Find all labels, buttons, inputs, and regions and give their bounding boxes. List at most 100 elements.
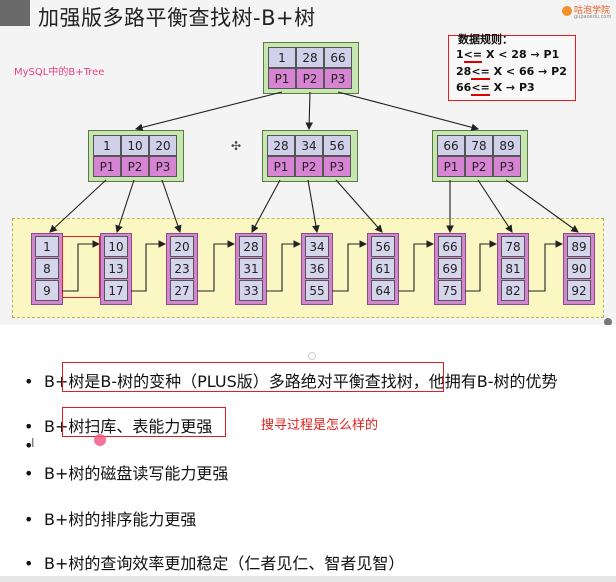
internal-key: 78 [465,135,493,156]
bullet-item-2: •B+树扫库、表能力更强 [24,417,213,436]
bullet-item-3[interactable]: • [24,436,34,455]
leaf-key: 23 [170,258,194,279]
bullet-item-4: •B+树的磁盘读写能力更强 [24,464,229,483]
root-key: 28 [296,47,324,68]
leaf-node: 66 69 75 [434,233,466,305]
logo-subtext: gupaoedu.com [574,14,612,20]
root-node: 1 28 66 P1 P2 P3 [263,42,359,94]
leaf-node: 1 8 9 [31,233,63,305]
root-to-internal-1-line [134,91,283,132]
leaf-key: 17 [104,280,128,301]
bullet-1-highlight [62,362,444,392]
slide-title: 加强版多路平衡查找树-B+树 [38,6,316,30]
logo-text: 咕泡学院 [574,6,611,16]
laser-pointer-icon [94,434,106,446]
rule-line-1: 1<= X < 28 → P1 [456,48,560,63]
data-rules-box [448,35,576,101]
leaf-key: 10 [104,236,128,257]
root-pointer: P2 [296,68,324,89]
leaf-node: 20 23 27 [166,233,198,305]
slide-canvas: 加强版多路平衡查找树-B+树 咕泡学院 gupaoedu.com MySQL中的… [0,0,616,325]
internal-pointer: P1 [93,156,121,177]
leaf-key: 81 [501,258,525,279]
leaf-key: 82 [501,280,525,301]
internal-key: 20 [149,135,177,156]
annotation-note: 搜寻过程是怎么样的 [261,418,379,433]
leaf-key: 8 [35,258,59,279]
root-key: 66 [324,47,352,68]
bullet-text: B+树的查询效率更加稳定（仁者见仁、智者见智） [44,554,405,573]
leaf-key: 9 [35,280,59,301]
internal-pointer: P2 [295,156,323,177]
bullet-item-6: •B+树的查询效率更加稳定（仁者见仁、智者见智） [24,554,405,573]
leaf-key: 92 [567,280,591,301]
internal-key: 34 [295,135,323,156]
title-accent-bar [0,0,30,26]
move-cursor-icon: ✣ [231,139,242,153]
leaf-node: 28 31 33 [235,233,267,305]
leaf-key: 61 [371,258,395,279]
leaf-key: 66 [438,236,462,257]
internal-pointer: P1 [267,156,295,177]
internal-key: 66 [437,135,465,156]
bullet-text: B+树扫库、表能力更强 [44,417,213,436]
leaf-node: 10 13 17 [100,233,132,305]
rule-line-2: 28<= X < 66 → P2 [456,65,567,80]
leaf-node: 78 81 82 [497,233,529,305]
bullet-text: B+树是B-树的变种（PLUS版）多路绝对平衡查找树，他拥有B-树的优势 [44,372,558,391]
leaf-node: 56 61 64 [367,233,399,305]
root-pointer: P3 [324,68,352,89]
leaf-node: 89 90 92 [563,233,595,305]
brand-logo: 咕泡学院 gupaoedu.com [562,3,614,23]
internal-key: 56 [323,135,351,156]
data-rules-title: 数据规则： [458,33,513,46]
leaf-key: 75 [438,280,462,301]
leaf-key: 64 [371,280,395,301]
bullet-item-5: •B+树的排序能力更强 [24,510,197,529]
logo-icon [562,5,572,16]
bottom-bar [0,576,616,582]
leaf-key: 56 [371,236,395,257]
internal-key: 89 [493,135,521,156]
leaf-key: 33 [239,280,263,301]
internal-pointer: P2 [121,156,149,177]
internal-key: 10 [121,135,149,156]
internal-pointer: P2 [465,156,493,177]
leaf-node: 34 36 55 [301,233,333,305]
leaf-key: 34 [305,236,329,257]
internal-node-3: 66 78 89 P1 P2 P3 [432,130,528,182]
mysql-bplus-tag: MySQL中的B+Tree [14,67,105,78]
rule-line-3: 66<= X → P3 [456,81,535,96]
root-to-internal-2-line [305,91,314,131]
leaf-highlight-box [62,236,100,298]
internal-pointer: P3 [493,156,521,177]
leaf-key: 36 [305,258,329,279]
leaf-key: 31 [239,258,263,279]
leaf-key: 78 [501,236,525,257]
root-pointer: P1 [268,68,296,89]
internal-pointer: P1 [437,156,465,177]
leaf-key: 69 [438,258,462,279]
internal-node-1: 1 10 20 P1 P2 P3 [88,130,184,182]
bullet-item-1: •B+树是B-树的变种（PLUS版）多路绝对平衡查找树，他拥有B-树的优势 [24,372,558,391]
scroll-indicator[interactable] [604,318,612,325]
leaf-key: 20 [170,236,194,257]
text-cursor-icon: I [31,436,35,450]
root-key: 1 [268,47,296,68]
internal-pointer: P3 [149,156,177,177]
leaf-key: 89 [567,236,591,257]
leaf-key: 13 [104,258,128,279]
leaf-key: 55 [305,280,329,301]
internal-key: 28 [267,135,295,156]
leaf-key: 28 [239,236,263,257]
internal-key: 1 [93,135,121,156]
leaf-key: 90 [567,258,591,279]
leaf-key: 1 [35,236,59,257]
bullet-text: B+树的排序能力更强 [44,510,197,529]
internal-pointer: P3 [323,156,351,177]
bullet-text: B+树的磁盘读写能力更强 [44,464,229,483]
bullet-2-highlight [62,407,226,437]
section-divider-dot [308,352,316,360]
internal-node-2: 28 34 56 P1 P2 P3 [262,130,358,182]
leaf-key: 27 [170,280,194,301]
